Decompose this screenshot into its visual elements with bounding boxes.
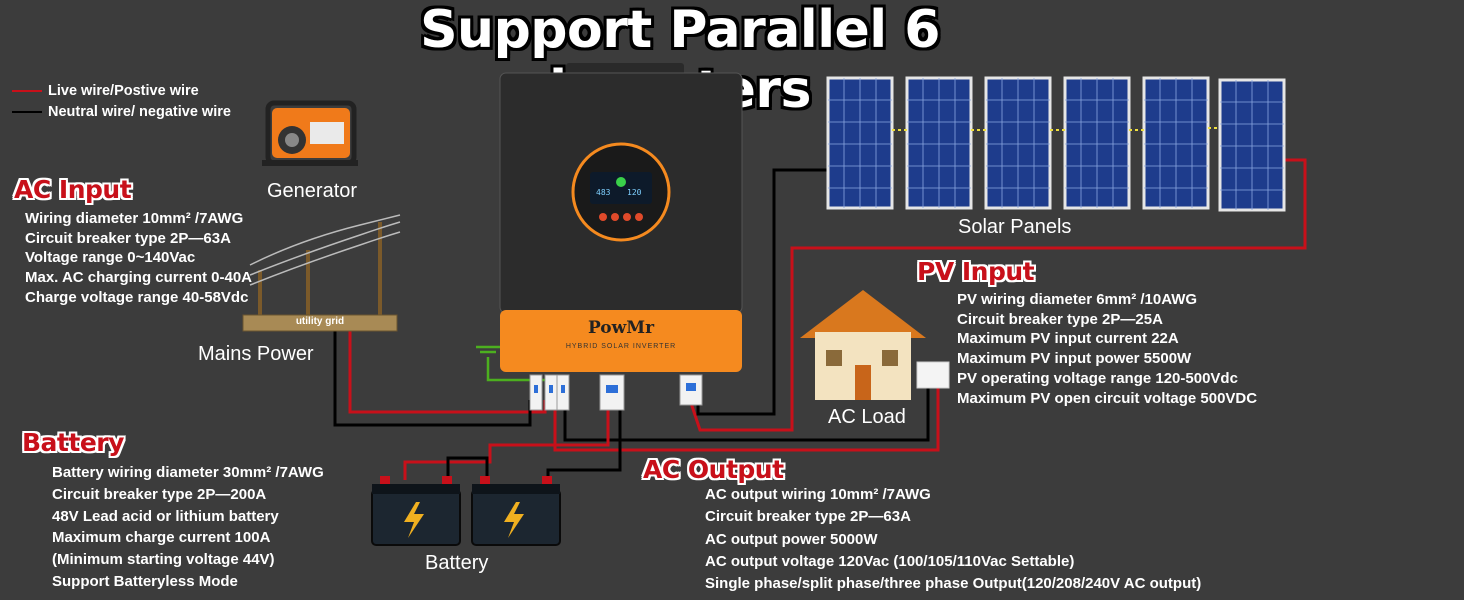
spec-line: Battery wiring diameter 30mm² /7AWG (52, 464, 324, 481)
battery-icon (471, 476, 561, 546)
spec-line: AC output wiring 10mm² /7AWG (705, 486, 931, 503)
ac-output-specs: AC output wiring 10mm² /7AWG Circuit bre… (705, 484, 1201, 595)
solar-panel (1218, 78, 1286, 212)
solar-panel (826, 76, 894, 210)
pv-input-heading: PV Input (917, 257, 1035, 286)
spec-line: Max. AC charging current 0-40A (25, 269, 252, 287)
spec-line: Maximum charge current 100A (52, 529, 271, 547)
spec-line: Wiring diameter 10mm² /7AWG (25, 210, 244, 227)
battery-icon (371, 476, 461, 546)
legend-neutral: Neutral wire/ negative wire (12, 104, 231, 120)
inverter-display-left: 483 (596, 188, 611, 197)
solar-panel-array (826, 76, 1286, 212)
spec-line: Support Batteryless Mode (52, 572, 238, 590)
live-wire-swatch (12, 90, 42, 93)
generator-caption: Generator (267, 180, 358, 202)
inverter-display-right: 120 (627, 188, 642, 197)
spec-line: Maximum PV open circuit voltage 500VDC (957, 389, 1258, 407)
ac-input-specs: Wiring diameter 10mm² /7AWG Circuit brea… (25, 209, 252, 308)
legend-live: Live wire/Postive wire (12, 83, 199, 99)
battery-specs: Battery wiring diameter 30mm² /7AWG Circ… (52, 462, 324, 593)
spec-line: Circuit breaker type 2P—25A (957, 310, 1163, 328)
inverter-subtitle: HYBRID SOLAR INVERTER (565, 343, 677, 350)
inverter-unit (499, 63, 743, 372)
spec-line: PV operating voltage range 120-500Vdc (957, 369, 1238, 387)
ac-load-caption: AC Load (828, 406, 906, 428)
ground-wire (486, 357, 548, 382)
solar-panel (1142, 76, 1210, 210)
spec-line: Maximum PV input power 5500W (957, 350, 1192, 368)
load-live-wire (553, 385, 940, 452)
generator-icon (262, 100, 358, 166)
inverter-lcd (590, 172, 652, 204)
spec-line: AC output voltage 120Vac (100/105/110Vac… (705, 552, 1075, 570)
pv-positive-wire (688, 158, 1307, 432)
battery-caption: Battery (425, 552, 489, 574)
solar-panel (1063, 76, 1131, 210)
utility-pole-icon (242, 214, 401, 332)
spec-line: Charge voltage range 40-58Vdc (25, 288, 249, 306)
solar-caption: Solar Panels (958, 216, 1072, 238)
legend-live-label: Live wire/Postive wire (48, 83, 199, 99)
house-icon (800, 290, 950, 400)
spec-line: AC output power 5000W (705, 530, 878, 548)
spec-line: Maximum PV input current 22A (957, 330, 1179, 348)
spec-line: PV wiring diameter 6mm² /10AWG (957, 291, 1198, 308)
mains-neutral-wire (333, 330, 532, 427)
utility-grid-label: utility grid (295, 316, 345, 327)
ac-output-heading: AC Output (643, 455, 784, 484)
breaker-group (529, 374, 703, 411)
battery-link-wire (446, 456, 489, 480)
spec-line: Circuit breaker type 2P—200A (52, 485, 267, 503)
spec-line: Circuit breaker type 2P—63A (705, 508, 911, 526)
neutral-wire-swatch (12, 111, 42, 114)
pv-input-specs: PV wiring diameter 6mm² /10AWG Circuit b… (957, 290, 1257, 408)
battery-negative-wire (546, 400, 622, 480)
load-neutral-wire (563, 385, 930, 442)
panel-connectors (892, 127, 1220, 131)
spec-line: Single phase/split phase/three phase Out… (705, 575, 1202, 593)
battery-heading: Battery (22, 428, 124, 457)
legend-neutral-label: Neutral wire/ negative wire (48, 104, 231, 120)
spec-line: 48V Lead acid or lithium battery (52, 507, 279, 525)
ac-input-heading: AC Input (14, 175, 132, 204)
spec-line: Circuit breaker type 2P—63A (25, 229, 231, 247)
pv-negative-wire (696, 168, 828, 416)
solar-panel (905, 76, 973, 210)
inverter-brand: PowMr (587, 318, 655, 338)
mains-caption: Mains Power (198, 343, 314, 365)
spec-line: (Minimum starting voltage 44V) (52, 551, 275, 569)
spec-line: Voltage range 0~140Vac (25, 249, 196, 267)
solar-panel (984, 76, 1052, 210)
outlet-icon (916, 361, 950, 389)
battery-positive-wire (403, 400, 610, 480)
